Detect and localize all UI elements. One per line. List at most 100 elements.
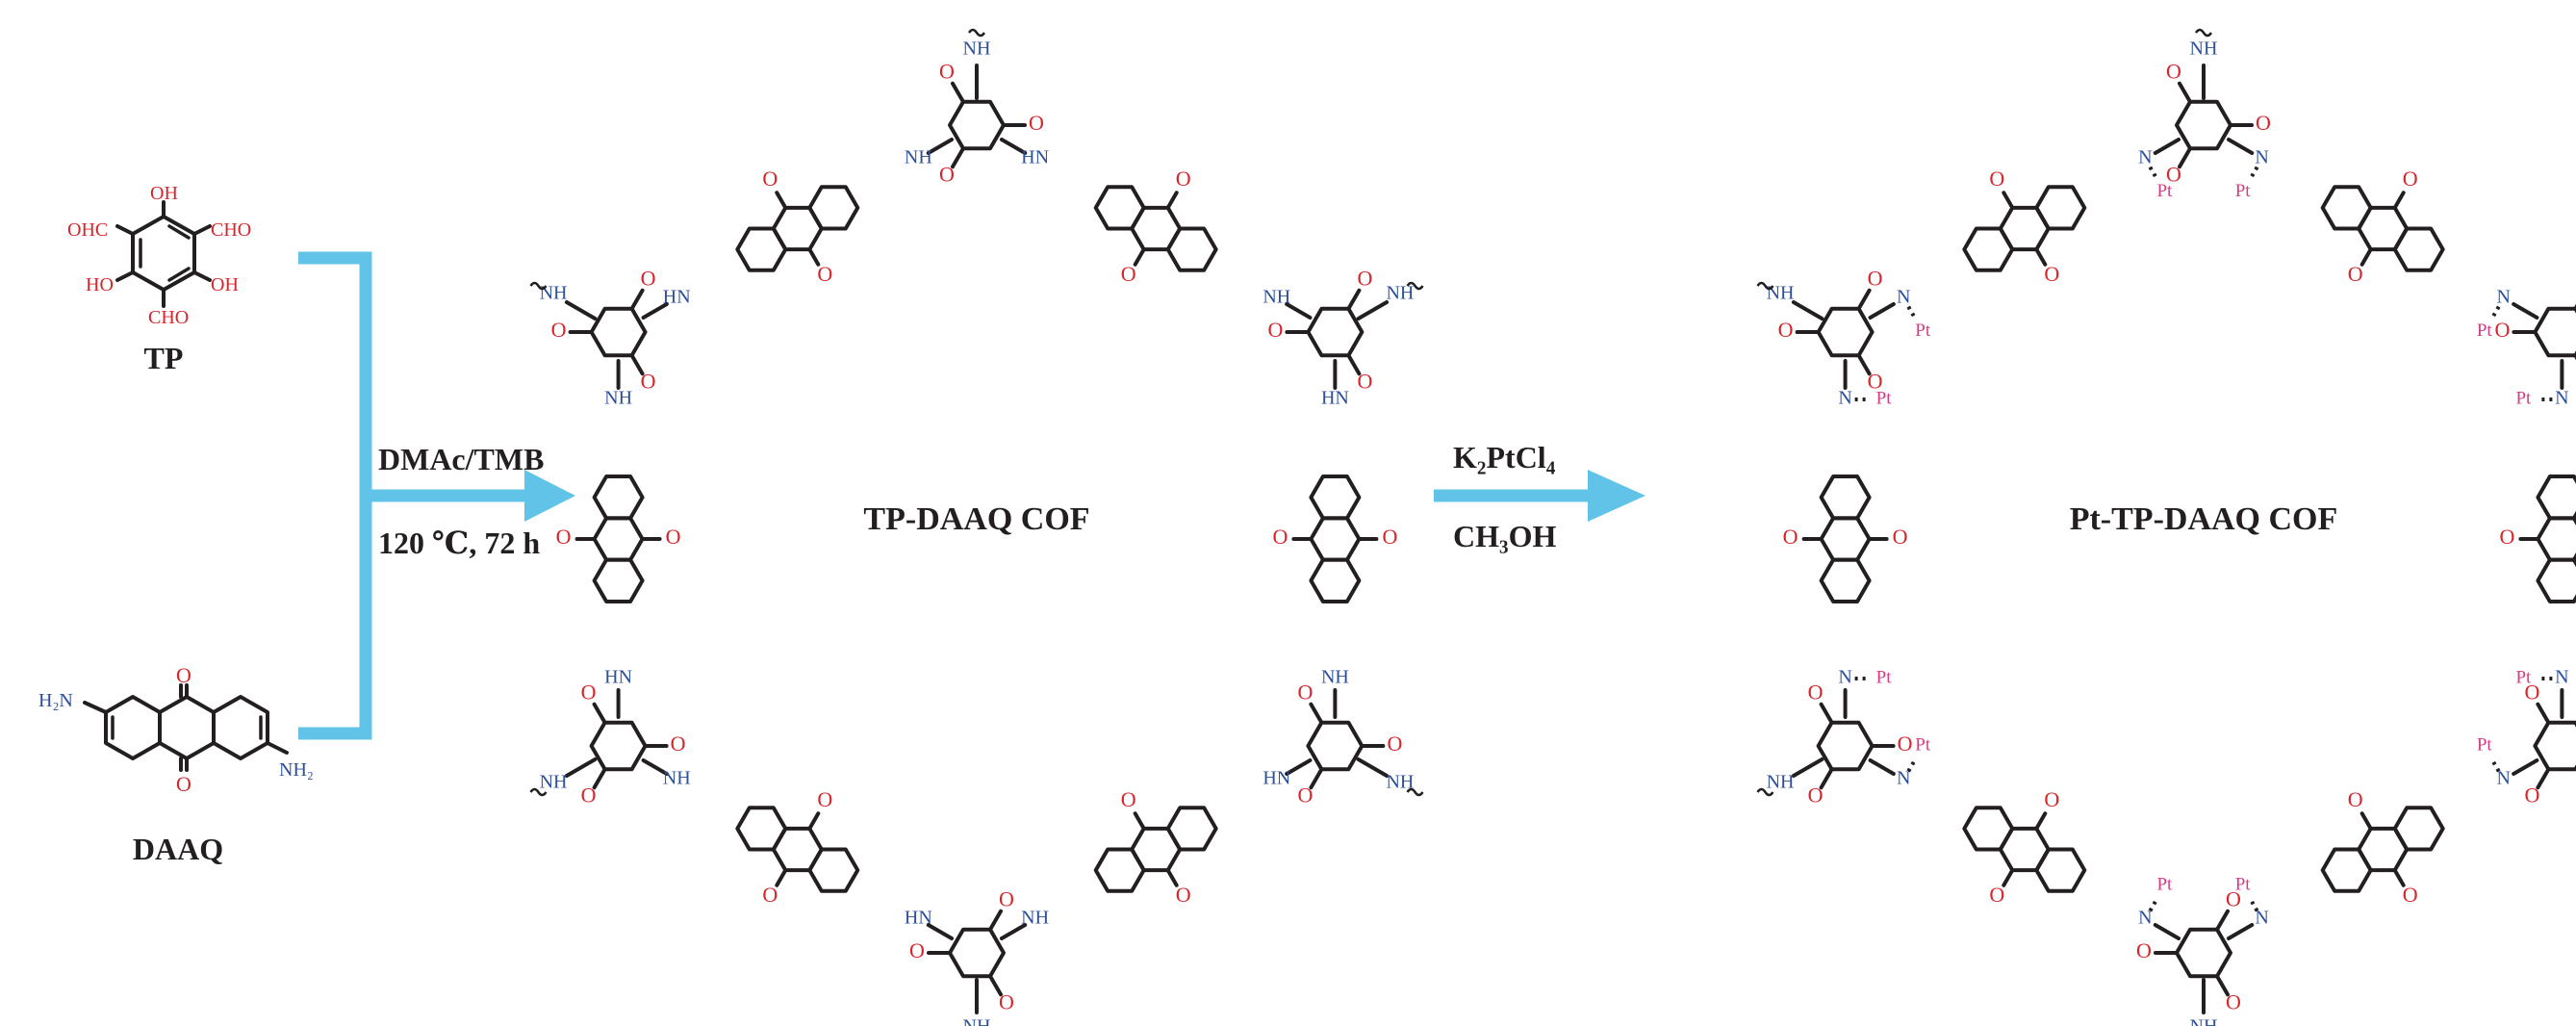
platinum-atom: Pt [2235, 875, 2252, 895]
carbonyl-bond [951, 146, 965, 169]
coordination-bond [2148, 166, 2160, 182]
imine-bond [2153, 138, 2181, 155]
nitrogen-atom: NH [1321, 667, 1349, 688]
daaq-h2n: H₂N [38, 690, 73, 711]
carbonyl-bond [2215, 909, 2230, 932]
coordination-bond [2247, 896, 2259, 912]
wavy-truncation [529, 281, 548, 291]
nitrogen-atom: NH [540, 283, 568, 304]
nitrogen-atom: NH [2190, 38, 2218, 60]
ring [592, 475, 645, 521]
oxygen-atom: O [817, 787, 832, 811]
imine-bond [1868, 302, 1896, 320]
wavy-truncation [1406, 787, 1424, 797]
coordination-bond [2247, 166, 2259, 182]
nitrogen-atom: NH [1767, 772, 1795, 793]
daaq-linker: OO [2499, 475, 2576, 603]
cof-label: TP-DAAQ COF [863, 501, 1089, 537]
step1-conditions-2: 120 ℃, 72 h [378, 526, 540, 560]
nitrogen-atom: N [1838, 667, 1851, 688]
coordination-bond [1906, 305, 1918, 321]
oxygen-atom: O [939, 163, 955, 187]
pt-tp-daaq-cof-framework: OOONNPtPtOONHOOONNPtPtOONHOOONNPtPtOONHO… [1756, 28, 2576, 1026]
imine-bond [926, 138, 955, 155]
carbonyl-bond [2392, 191, 2406, 210]
ring [589, 306, 648, 358]
tp-node: OOO [2166, 59, 2271, 186]
platinum-atom: Pt [1915, 321, 1931, 341]
ring [2533, 306, 2576, 358]
ring [948, 927, 1006, 979]
carbonyl-bond [1309, 767, 1324, 790]
nitrogen-atom: NH [1386, 283, 1414, 304]
oxygen-atom: O [1272, 525, 1288, 549]
ring [592, 557, 645, 603]
nitrogen-atom: NH [963, 1016, 991, 1026]
tp-cho-right: CHO [211, 219, 251, 241]
nitrogen-atom: NH [1386, 772, 1414, 793]
carbonyl-bond [2392, 868, 2406, 887]
nitrogen-atom: NH [1262, 287, 1290, 308]
oxygen-atom: O [817, 262, 832, 286]
carbonyl-bond [1133, 811, 1146, 831]
tp-node: OOO [551, 266, 656, 393]
oxygen-atom: O [2348, 787, 2363, 811]
pt-cof-label: Pt-TP-DAAQ COF [2070, 501, 2338, 537]
nitrogen-atom: NH [2190, 1016, 2218, 1026]
platinum-atom: Pt [2477, 321, 2493, 341]
platinum-atom: Pt [2515, 667, 2532, 687]
oxygen-atom: O [2136, 938, 2152, 962]
wavy-truncation [529, 787, 548, 797]
ring [2175, 927, 2232, 979]
carbonyl-bond [1856, 353, 1872, 376]
oxygen-atom: O [999, 886, 1014, 911]
carbonyl-bond [2034, 247, 2048, 267]
carbonyl-bond [1856, 288, 1872, 311]
arrow-head-2 [1588, 470, 1645, 522]
oxygen-atom: O [1868, 370, 1883, 394]
nitrogen-atom: N [1838, 388, 1851, 409]
imine-bond [1285, 302, 1313, 320]
ring [948, 99, 1006, 151]
carbonyl-bond [592, 767, 607, 790]
oxygen-atom: O [1029, 111, 1044, 135]
daaq-linker: OO [1962, 167, 2087, 286]
tp-node: OOO [581, 680, 686, 807]
daaq-linker: OO [1962, 787, 2087, 907]
oxygen-atom: O [762, 883, 778, 907]
carbonyl-bond [1819, 767, 1834, 790]
imine-bond [2153, 923, 2181, 940]
oxygen-atom: O [1989, 883, 2004, 907]
carbonyl-bond [807, 247, 821, 267]
daaq-linker: OO [2320, 787, 2445, 907]
tp-node: OOO [2524, 680, 2576, 808]
tp-label: TP [144, 341, 184, 375]
carbonyl-bond [629, 288, 645, 311]
wavy-truncation [1406, 281, 1424, 291]
oxygen-atom: O [1387, 731, 1402, 756]
tp-node: OOO [1297, 680, 1402, 807]
oxygen-atom: O [762, 167, 778, 191]
oxygen-atom: O [581, 783, 597, 808]
ring [1816, 306, 1875, 358]
nitrogen-atom: HN [604, 667, 632, 688]
nitrogen-atom: N [2255, 908, 2268, 929]
nitrogen-atom: HN [663, 287, 691, 308]
imine-bond [999, 923, 1028, 940]
ring [807, 185, 860, 231]
oxygen-atom: O [1808, 680, 1824, 704]
ring [592, 516, 645, 562]
tp-node: OOO [2136, 886, 2241, 1013]
carbonyl-bond [775, 191, 788, 210]
platinum-atom: Pt [2156, 875, 2173, 895]
oxygen-atom: O [1783, 525, 1798, 549]
wavy-truncation [1756, 787, 1774, 797]
platinum-atom: Pt [1876, 667, 1893, 687]
ring [1165, 226, 1218, 272]
carbonyl-bond [1346, 288, 1362, 311]
nitrogen-atom: NH [905, 147, 932, 168]
carbonyl-bond [1309, 702, 1324, 725]
coordination-bond [2489, 305, 2501, 321]
imine-bond [1285, 758, 1313, 776]
